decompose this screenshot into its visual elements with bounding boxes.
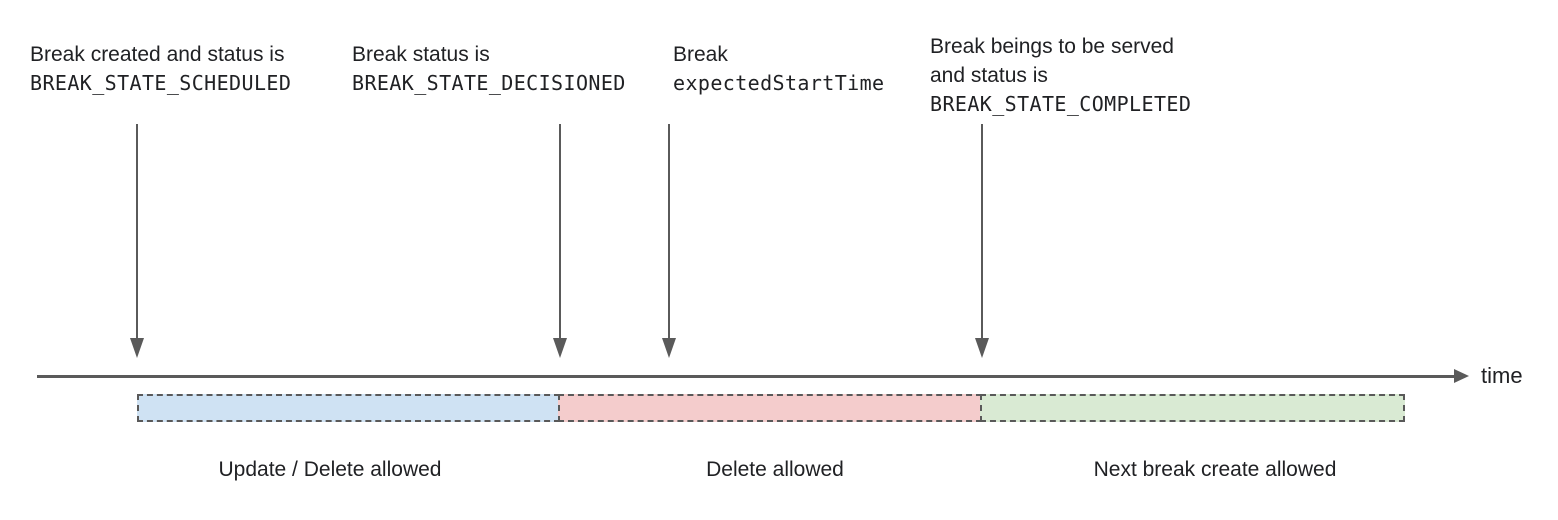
- timeline-axis-label: time: [1481, 363, 1523, 388]
- annotation-scheduled-code: BREAK_STATE_SCHEDULED: [30, 71, 292, 95]
- zone-label-next-create: Next break create allowed: [1093, 458, 1337, 481]
- annotation-expected-start-text: Break: [673, 43, 728, 66]
- timeline-axis: [37, 375, 1456, 378]
- annotation-expected-start: Break expectedStartTime: [673, 40, 885, 98]
- arrow-down-icon: [130, 338, 144, 358]
- annotation-decisioned: Break status is BREAK_STATE_DECISIONED: [352, 40, 626, 98]
- annotation-completed-text-line2: and status is: [930, 64, 1048, 87]
- arrow-down-icon: [662, 338, 676, 358]
- arrow-down-icon: [553, 338, 567, 358]
- zone-label-update-delete: Update / Delete allowed: [218, 458, 442, 481]
- zone-segment-next-create: [980, 394, 1405, 422]
- arrow-line: [668, 124, 670, 340]
- annotation-decisioned-text: Break status is: [352, 43, 490, 66]
- zone-segment-update-delete: [137, 394, 560, 422]
- annotation-completed: Break beings to be served and status is …: [930, 32, 1191, 119]
- arrow-line: [559, 124, 561, 340]
- annotation-scheduled: Break created and status is BREAK_STATE_…: [30, 40, 291, 98]
- zone-label-delete-only: Delete allowed: [706, 458, 844, 481]
- arrow-line: [136, 124, 138, 340]
- annotation-completed-code: BREAK_STATE_COMPLETED: [930, 92, 1192, 116]
- annotation-completed-text-line1: Break beings to be served: [930, 35, 1174, 58]
- annotation-expected-start-code: expectedStartTime: [673, 71, 885, 95]
- zone-segment-delete-only: [558, 394, 982, 422]
- arrow-down-icon: [975, 338, 989, 358]
- arrow-right-icon: [1454, 369, 1469, 383]
- arrow-line: [981, 124, 983, 340]
- annotation-decisioned-code: BREAK_STATE_DECISIONED: [352, 71, 626, 95]
- annotation-scheduled-text: Break created and status is: [30, 43, 285, 66]
